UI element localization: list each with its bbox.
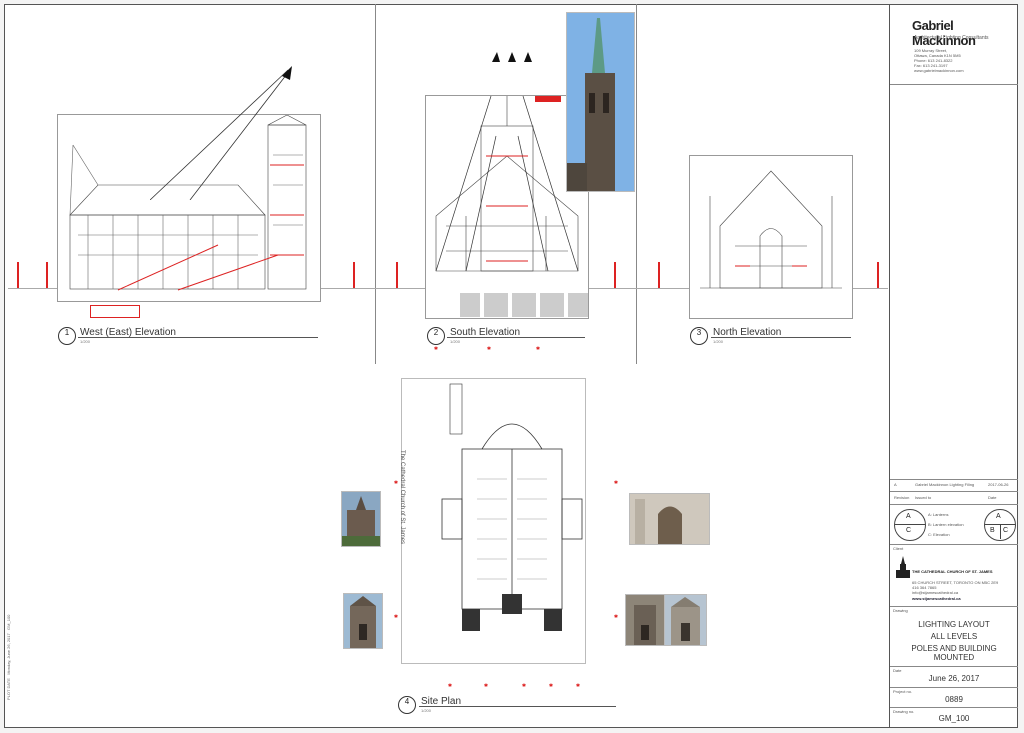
elevation-3-scale: 1/200 [713, 339, 724, 344]
title-underline [78, 337, 318, 338]
title-underline [419, 706, 616, 707]
drawing-date: June 26, 2017 [928, 674, 980, 683]
tb-divider [890, 479, 1018, 480]
tb-divider [890, 84, 1018, 85]
cathedral-logo-icon [896, 556, 910, 578]
title-underline [711, 337, 851, 338]
tb-divider [890, 707, 1018, 708]
aim-lines-1 [150, 66, 292, 200]
fixture-marker: ✱ [486, 346, 492, 352]
header-revision: Revision [894, 495, 910, 500]
drawing-no-label: Drawing no. [893, 709, 915, 714]
site-photo-ne [629, 493, 710, 545]
pole-marker [46, 262, 48, 288]
fixture-marker: ✱ [433, 346, 439, 352]
title-block: Gabriel Mackinnon Architectural Lighting… [889, 4, 1018, 728]
fixture-marker: ✱ [548, 683, 554, 689]
site-plan-caption: The Cathedral Church of St. James [399, 450, 405, 545]
firm-address-2: Ottawa, Canada K1N 5M5 [914, 53, 961, 58]
client-name: THE CATHEDRAL CHURCH OF ST. JAMES [912, 569, 993, 574]
site-plan-title: Site Plan [421, 696, 462, 707]
fixture-marker: ✱ [393, 614, 399, 620]
key-note-a: A: Lanterns [928, 512, 949, 517]
site-photo-nw [341, 491, 381, 547]
header-date: Date [988, 495, 997, 500]
tb-divider [890, 544, 1018, 545]
pole-marker [353, 262, 355, 288]
elevation-3-title: North Elevation [713, 327, 782, 338]
site-plan-number: 4 [398, 696, 416, 714]
tb-divider [890, 606, 1018, 607]
site-plan-scale: 1/200 [421, 708, 432, 713]
fixture-marker: ✱ [447, 683, 453, 689]
fixture-marker: ✱ [575, 683, 581, 689]
firm-name: Gabriel Mackinnon [912, 18, 976, 48]
key-circle-left: A C [894, 509, 926, 541]
west-elevation-drawing [57, 114, 321, 302]
elevation-3-number: 3 [690, 327, 708, 345]
tb-divider [890, 666, 1018, 667]
revision-description: Gabriel Mackinnon Lighting Filing [915, 482, 975, 487]
fixture-marker: ✱ [393, 480, 399, 486]
firm-address-1: 109 Murray Street, [914, 48, 948, 53]
tb-divider [890, 491, 1018, 492]
date-label: Date [893, 668, 902, 673]
drawing-title-1: LIGHTING LAYOUT [918, 620, 990, 629]
tower-photo [566, 12, 635, 192]
key-note-b: B: Lantern elevation [928, 522, 964, 527]
client-phone: 416 364 7865 [912, 585, 937, 590]
fixture-marker: ✱ [483, 683, 489, 689]
callout-box [535, 96, 561, 102]
pole-marker [17, 262, 19, 288]
drawing-label: Drawing [893, 608, 908, 613]
fixture-marker: ✱ [613, 480, 619, 486]
drawing-no: GM_100 [938, 714, 970, 723]
pole-marker [877, 262, 879, 288]
elevation-1-title: West (East) Elevation [80, 327, 176, 338]
drawing-title-3: POLES AND BUILDING MOUNTED [911, 644, 997, 662]
margin-plot-date: PLOT DATE Monday, June 26, 2017 GM_100 [6, 614, 11, 700]
frame-divider [375, 4, 376, 364]
tb-divider [890, 504, 1018, 505]
client-label: Client [893, 546, 904, 551]
elevation-2-title: South Elevation [450, 327, 521, 338]
north-elevation-drawing [689, 155, 853, 319]
pole-marker [658, 262, 660, 288]
fixture-marker: ✱ [535, 346, 541, 352]
pole-marker [396, 262, 398, 288]
site-photo-se-2 [664, 594, 707, 646]
fixture-marker: ✱ [521, 683, 527, 689]
frame-divider [636, 4, 637, 364]
revision-no: A [894, 482, 897, 487]
site-plan-drawing [401, 378, 586, 664]
title-underline [447, 337, 585, 338]
site-photo-sw [343, 593, 383, 649]
firm-phone: Phone: 613 241-8322 [914, 58, 953, 63]
key-note-c: C: Elevation [928, 532, 950, 537]
fixture-marker: ✱ [613, 614, 619, 620]
elevation-1-scale: 1/200 [80, 339, 91, 344]
firm-web: www.gabrielmackinnon.com [914, 68, 964, 73]
client-web: www.stjamescathedral.ca [912, 596, 961, 601]
site-photo-se-1 [625, 594, 665, 646]
key-circle-right: A B C [984, 509, 1016, 541]
firm-fax: Fax: 613 241-3197 [914, 63, 948, 68]
south-elevation-drawing [425, 95, 589, 319]
elevation-2-scale: 1/200 [450, 339, 461, 344]
drawing-title-2: ALL LEVELS [930, 632, 978, 641]
revision-date: 2017-06-26 [988, 482, 1009, 487]
elevation-1-number: 1 [58, 327, 76, 345]
pole-marker [614, 262, 616, 288]
aim-arrows-2 [492, 52, 532, 62]
project-no-label: Project no. [893, 689, 913, 694]
firm-subtitle: Architectural Lighting Consultants [914, 35, 989, 41]
callout-box [90, 305, 140, 318]
header-issued-to: Issued to [915, 495, 932, 500]
project-no: 0889 [945, 695, 963, 704]
client-email: info@stjamescathedral.ca [912, 590, 959, 595]
tb-divider [890, 687, 1018, 688]
elevation-2-number: 2 [427, 327, 445, 345]
client-address: 65 CHURCH STREET, TORONTO ON M5C 2E9 [912, 580, 999, 585]
